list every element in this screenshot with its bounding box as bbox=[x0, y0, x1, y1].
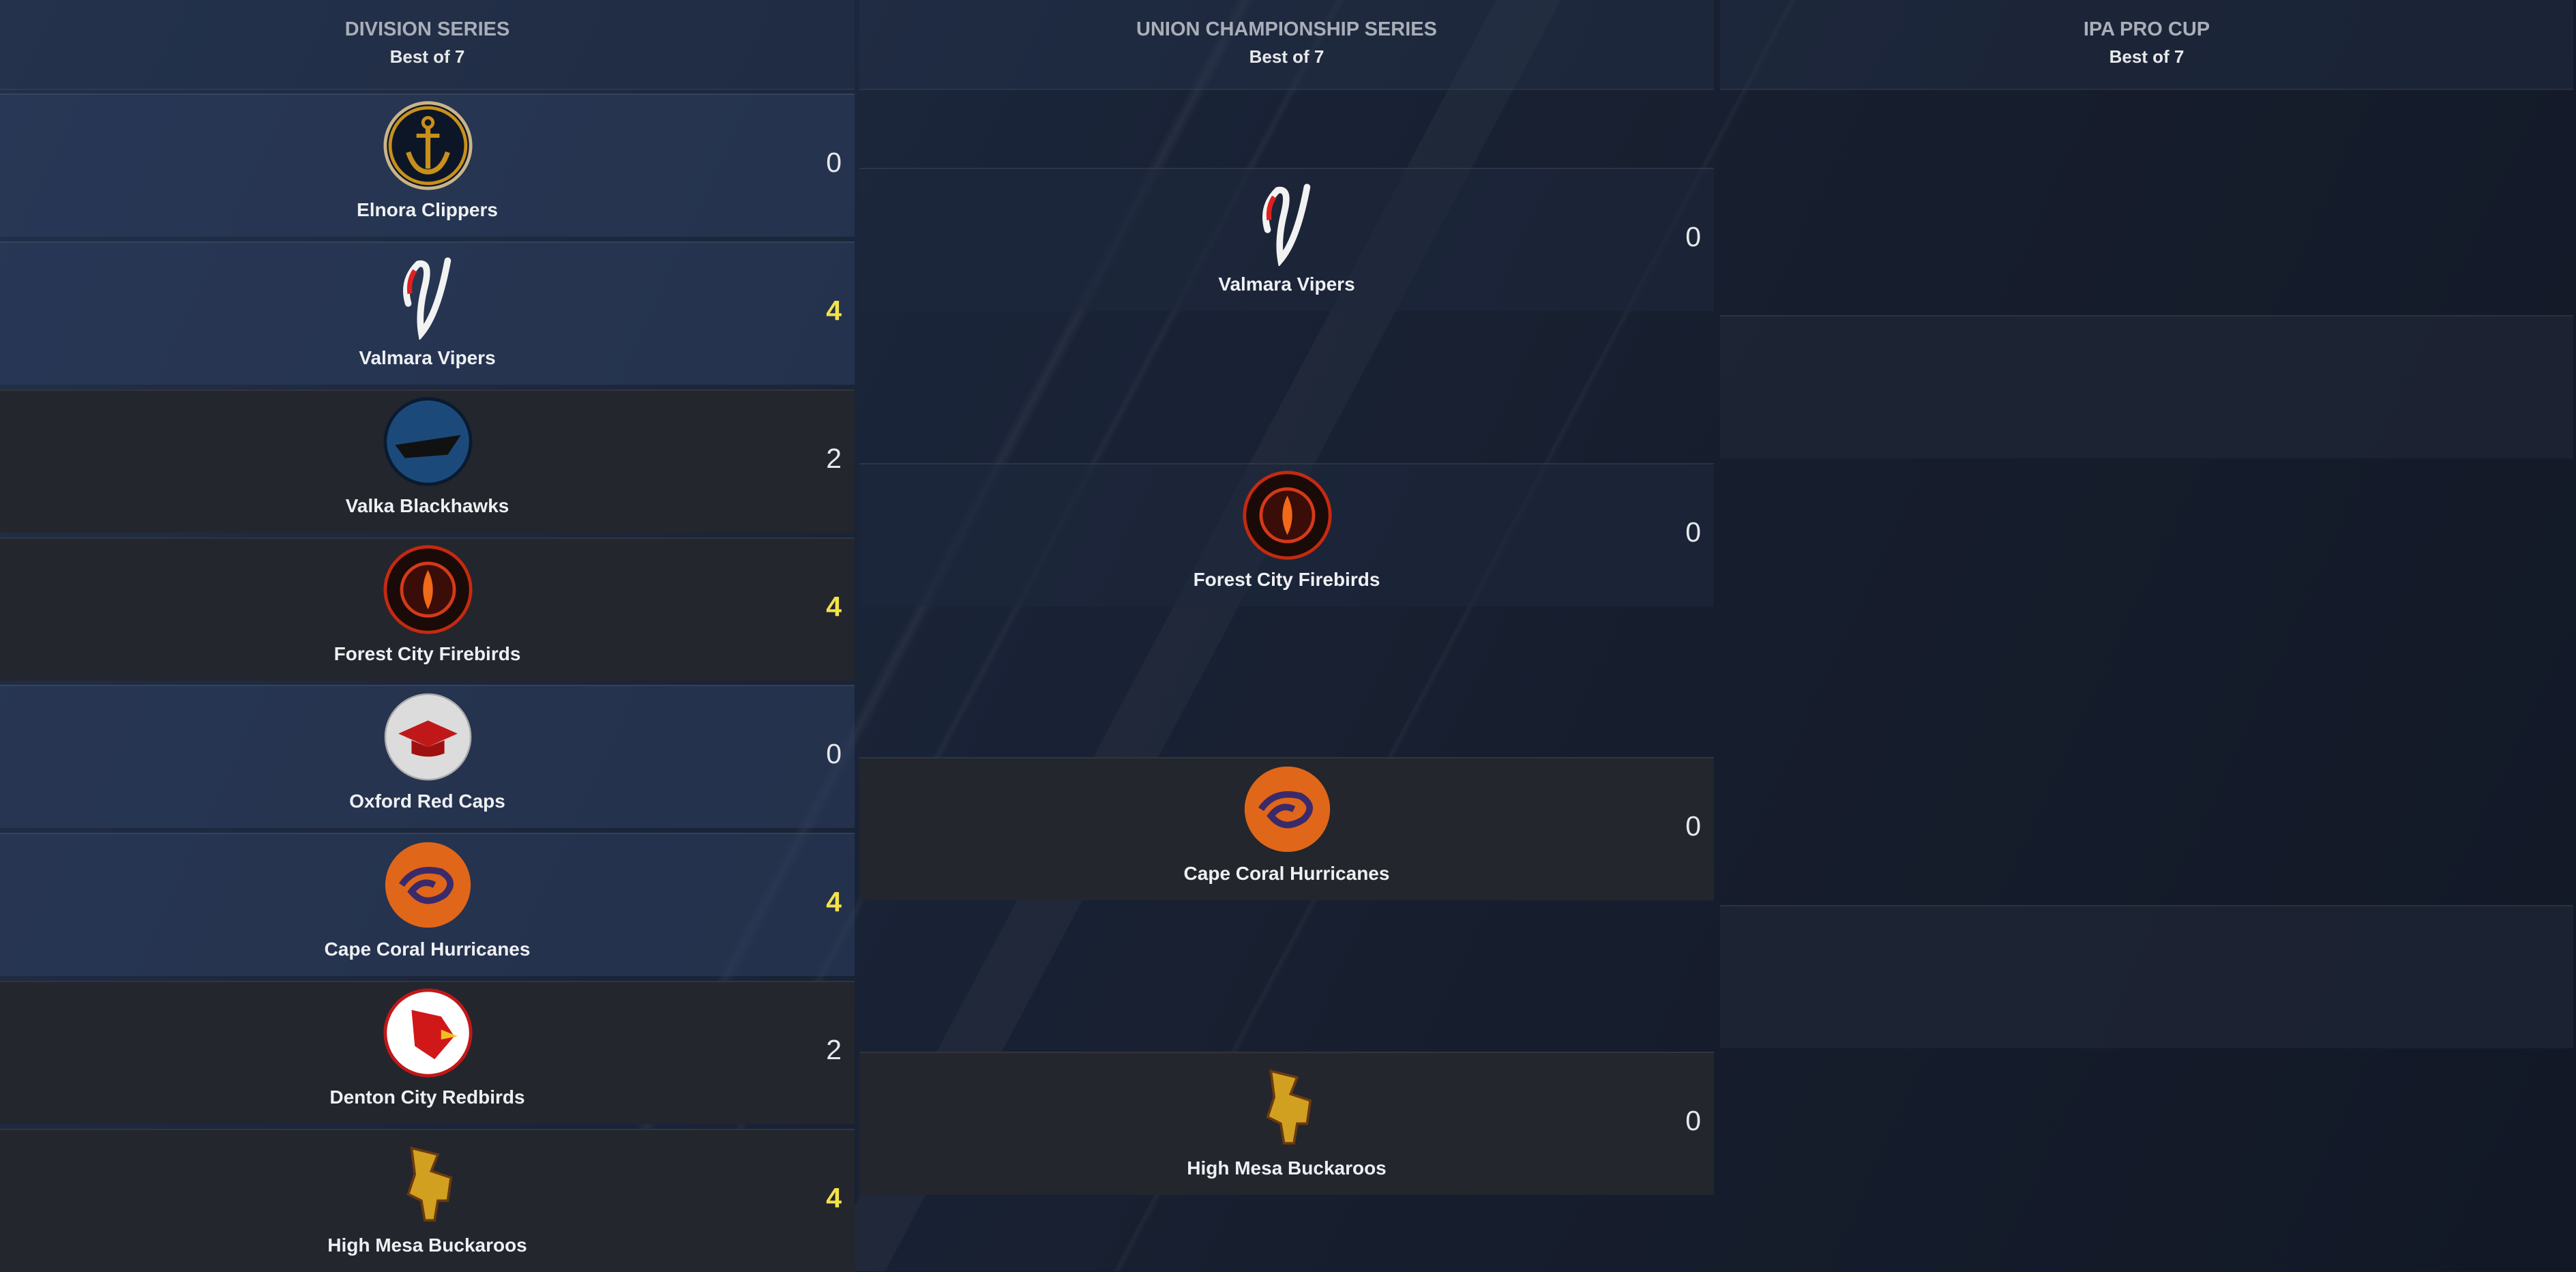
matchup-team-card[interactable]: Cape Coral Hurricanes 4 bbox=[0, 833, 855, 976]
matchup-team-card[interactable]: Forest City Firebirds 0 bbox=[859, 463, 1714, 606]
pro-cup-column: IPA PRO CUP Best of 7 bbox=[1720, 0, 2573, 1271]
matchup-team-card[interactable]: Forest City Firebirds 4 bbox=[0, 537, 855, 681]
matchup-slot-empty[interactable] bbox=[1720, 315, 2573, 458]
series-wins: 4 bbox=[826, 591, 842, 622]
series-wins: 2 bbox=[826, 1034, 842, 1065]
series-wins: 4 bbox=[826, 886, 842, 917]
matchup-team-card[interactable]: High Mesa Buckaroos 4 bbox=[0, 1129, 855, 1272]
high-mesa-buckaroos-logo-icon bbox=[406, 1146, 452, 1222]
forest-city-firebirds-logo-icon bbox=[383, 545, 473, 634]
team-name: Denton City Redbirds bbox=[329, 1086, 525, 1108]
series-wins: 0 bbox=[1685, 221, 1701, 252]
denton-city-redbirds-logo-icon bbox=[383, 988, 473, 1078]
elnora-clippers-logo-icon bbox=[383, 101, 473, 190]
team-name: Elnora Clippers bbox=[357, 199, 498, 220]
matchup-team-card[interactable]: Elnora Clippers 0 bbox=[0, 93, 855, 237]
team-name: Cape Coral Hurricanes bbox=[1183, 863, 1390, 884]
series-wins: 0 bbox=[1685, 1105, 1701, 1136]
round-header: IPA PRO CUP Best of 7 bbox=[1720, 0, 2573, 90]
matchup-team-card[interactable]: Valmara Vipers 0 bbox=[859, 168, 1714, 311]
matchup-team-card[interactable]: Valka Blackhawks 2 bbox=[0, 389, 855, 533]
team-name: Valmara Vipers bbox=[1218, 273, 1355, 295]
series-wins: 0 bbox=[1685, 810, 1701, 842]
team-name: High Mesa Buckaroos bbox=[1187, 1157, 1387, 1179]
matchup-team-card[interactable]: Denton City Redbirds 2 bbox=[0, 981, 855, 1124]
round-title: UNION CHAMPIONSHIP SERIES bbox=[1136, 18, 1437, 40]
valmara-vipers-logo-icon bbox=[1262, 183, 1310, 266]
team-name: Cape Coral Hurricanes bbox=[324, 938, 531, 960]
round-format: Best of 7 bbox=[1249, 46, 1324, 67]
series-wins: 4 bbox=[826, 1182, 842, 1213]
round-header: UNION CHAMPIONSHIP SERIES Best of 7 bbox=[859, 0, 1714, 90]
oxford-red-caps-logo-icon bbox=[384, 693, 471, 781]
cape-coral-hurricanes-logo-icon bbox=[385, 842, 471, 928]
round-format: Best of 7 bbox=[2109, 46, 2185, 67]
series-wins: 4 bbox=[826, 295, 842, 326]
series-wins: 0 bbox=[826, 147, 842, 178]
series-wins: 0 bbox=[1685, 516, 1701, 548]
valka-blackhawks-logo-icon bbox=[383, 397, 473, 486]
cape-coral-hurricanes-logo-icon bbox=[1244, 766, 1330, 853]
round-title: IPA PRO CUP bbox=[2083, 18, 2210, 40]
high-mesa-buckaroos-logo-icon bbox=[1265, 1069, 1312, 1145]
series-wins: 2 bbox=[826, 443, 842, 474]
team-name: Valka Blackhawks bbox=[345, 495, 509, 516]
matchup-slot-empty[interactable] bbox=[1720, 905, 2573, 1048]
round-header: DIVISION SERIES Best of 7 bbox=[0, 0, 855, 90]
matchup-team-card[interactable]: High Mesa Buckaroos 0 bbox=[859, 1052, 1714, 1195]
forest-city-firebirds-logo-icon bbox=[1242, 471, 1332, 560]
matchup-team-card[interactable]: Valmara Vipers 4 bbox=[0, 241, 855, 385]
team-name: Valmara Vipers bbox=[359, 347, 496, 368]
team-name: High Mesa Buckaroos bbox=[327, 1234, 527, 1256]
team-name: Forest City Firebirds bbox=[1193, 569, 1380, 590]
series-wins: 0 bbox=[826, 738, 842, 769]
round-title: DIVISION SERIES bbox=[344, 18, 510, 40]
union-championship-column: UNION CHAMPIONSHIP SERIES Best of 7 Valm… bbox=[859, 0, 1714, 1271]
matchup-team-card[interactable]: Oxford Red Caps 0 bbox=[0, 685, 855, 828]
team-name: Forest City Firebirds bbox=[334, 643, 521, 664]
division-series-column: DIVISION SERIES Best of 7 Elnora Clipper… bbox=[0, 0, 855, 1272]
matchup-team-card[interactable]: Cape Coral Hurricanes 0 bbox=[859, 757, 1714, 900]
round-format: Best of 7 bbox=[389, 46, 465, 67]
valmara-vipers-logo-icon bbox=[402, 257, 451, 340]
team-name: Oxford Red Caps bbox=[349, 790, 505, 812]
